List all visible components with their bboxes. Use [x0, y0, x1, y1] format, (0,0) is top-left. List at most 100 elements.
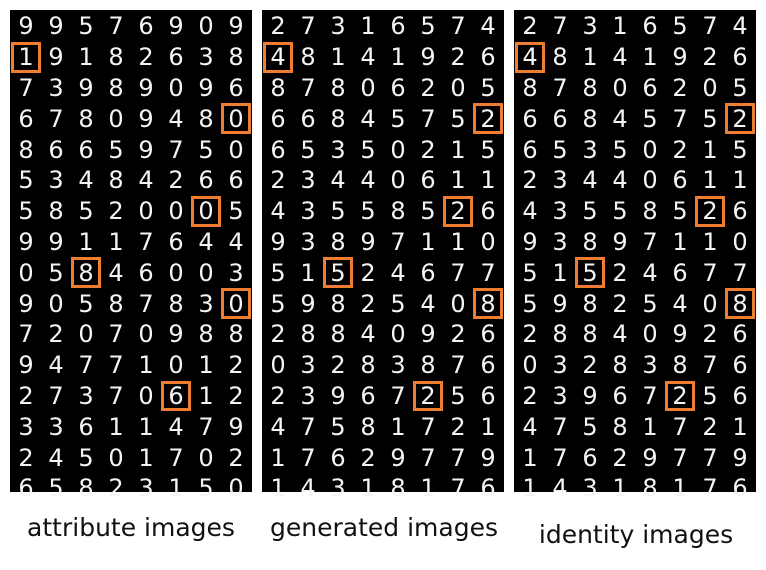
digit: 1 — [642, 412, 658, 441]
digit: 7 — [672, 104, 688, 133]
digit: 4 — [360, 43, 376, 72]
digit: 4 — [360, 104, 376, 133]
digit: 2 — [18, 443, 34, 472]
digit: 7 — [672, 443, 688, 472]
digit: 3 — [78, 381, 94, 410]
digit: 4 — [300, 474, 316, 503]
digit: 5 — [300, 135, 316, 164]
digit: 8 — [582, 104, 598, 133]
digit: 2 — [18, 381, 34, 410]
digit: 7 — [300, 73, 316, 102]
digit: 2 — [450, 43, 466, 72]
digit: 6 — [228, 166, 244, 195]
digit: 7 — [108, 381, 124, 410]
digit: 2 — [672, 135, 688, 164]
digit: 1 — [420, 474, 436, 503]
digit: 6 — [138, 258, 154, 287]
digit: 5 — [330, 412, 346, 441]
digit: 7 — [480, 258, 496, 287]
digit: 9 — [18, 289, 34, 318]
digit: 7 — [702, 443, 718, 472]
digit: 8 — [612, 412, 628, 441]
digit: 8 — [108, 43, 124, 72]
digit: 2 — [138, 43, 154, 72]
digit: 8 — [552, 43, 568, 72]
digit: 9 — [672, 320, 688, 349]
digit: 9 — [138, 73, 154, 102]
digit: 8 — [108, 289, 124, 318]
digit: 2 — [360, 258, 376, 287]
digit: 0 — [390, 166, 406, 195]
digit: 8 — [582, 73, 598, 102]
digit: 0 — [48, 289, 64, 318]
digit: 1 — [108, 227, 124, 256]
digit: 9 — [18, 227, 34, 256]
digit: 2 — [228, 351, 244, 380]
digit: 5 — [78, 289, 94, 318]
digit: 1 — [552, 258, 568, 287]
digit: 7 — [390, 227, 406, 256]
digit: 6 — [168, 227, 184, 256]
digit: 5 — [18, 197, 34, 226]
digit: 7 — [450, 258, 466, 287]
digit: 1 — [270, 443, 286, 472]
digit: 7 — [138, 227, 154, 256]
digit: 0 — [642, 320, 658, 349]
digit: 2 — [270, 381, 286, 410]
digit: 3 — [228, 258, 244, 287]
digit: 5 — [450, 104, 466, 133]
digit: 5 — [450, 381, 466, 410]
digit: 4 — [420, 289, 436, 318]
digit: 7 — [552, 73, 568, 102]
digit: 8 — [168, 289, 184, 318]
digit: 7 — [168, 443, 184, 472]
digit: 6 — [18, 104, 34, 133]
digit: 4 — [522, 197, 538, 226]
digit: 6 — [480, 197, 496, 226]
digit: 5 — [270, 258, 286, 287]
digit: 3 — [642, 351, 658, 380]
digit: 2 — [522, 12, 538, 41]
digit: 1 — [360, 474, 376, 503]
highlighted-digit: 2 — [725, 103, 755, 135]
digit: 2 — [270, 12, 286, 41]
digit: 7 — [450, 351, 466, 380]
digit: 5 — [522, 289, 538, 318]
digit: 8 — [522, 73, 538, 102]
digit: 3 — [390, 351, 406, 380]
digit: 5 — [582, 197, 598, 226]
digit: 7 — [108, 12, 124, 41]
digit: 1 — [450, 135, 466, 164]
digit: 6 — [522, 104, 538, 133]
digit: 3 — [330, 474, 346, 503]
digit: 6 — [672, 258, 688, 287]
digit: 6 — [732, 43, 748, 72]
digit: 4 — [78, 166, 94, 195]
digit: 5 — [612, 197, 628, 226]
digit: 7 — [450, 443, 466, 472]
digit: 6 — [732, 351, 748, 380]
digit: 2 — [612, 289, 628, 318]
digit: 4 — [270, 412, 286, 441]
digit: 9 — [168, 12, 184, 41]
digit: 5 — [330, 197, 346, 226]
digit: 7 — [300, 12, 316, 41]
digit: 7 — [198, 412, 214, 441]
digit: 9 — [48, 12, 64, 41]
digit: 8 — [198, 104, 214, 133]
